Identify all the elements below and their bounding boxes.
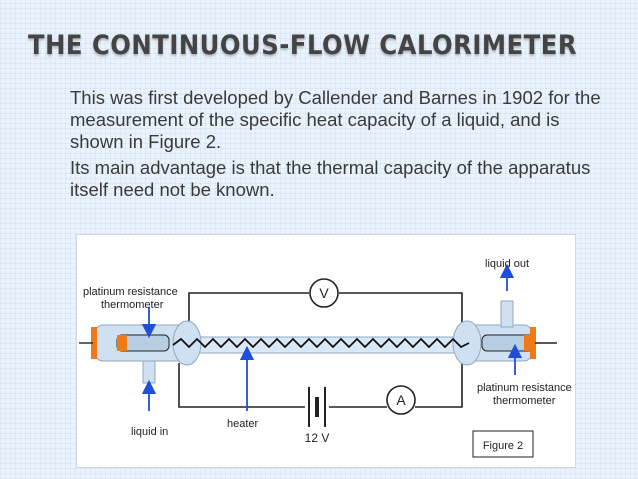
- prt-left-label-2: thermometer: [101, 299, 164, 311]
- svg-text:Figure 2: Figure 2: [483, 440, 523, 452]
- supply-label: 12 V: [305, 431, 330, 445]
- slide-body: This was first developed by Callender an…: [70, 87, 615, 205]
- calorimeter-figure: V 12 V A: [76, 234, 576, 468]
- ammeter: A: [386, 385, 416, 415]
- paragraph-2: Its main advantage is that the thermal c…: [70, 157, 591, 200]
- voltmeter: V: [309, 278, 339, 308]
- calorimeter-diagram: V 12 V A: [79, 258, 572, 458]
- svg-text:V: V: [319, 285, 329, 301]
- circuit-wires: [178, 292, 463, 408]
- liquid-in-label: liquid in: [131, 426, 168, 438]
- prt-left-label-1: platinum resistance: [83, 286, 178, 298]
- prt-right-label-2: thermometer: [493, 395, 556, 407]
- heater-label: heater: [227, 418, 259, 430]
- slide-title: THE CONTINUOUS-FLOW CALORIMETER: [28, 30, 578, 61]
- prt-right-label-1: platinum resistance: [477, 382, 572, 394]
- svg-text:A: A: [396, 392, 406, 408]
- glass-tube: [79, 300, 557, 384]
- figure-caption: Figure 2: [472, 430, 534, 458]
- paragraph-1: This was first developed by Callender an…: [70, 87, 601, 152]
- annotation-arrows: [141, 263, 523, 411]
- battery: [308, 387, 326, 427]
- heater-coil: [172, 337, 470, 349]
- liquid-out-label: liquid out: [485, 258, 529, 270]
